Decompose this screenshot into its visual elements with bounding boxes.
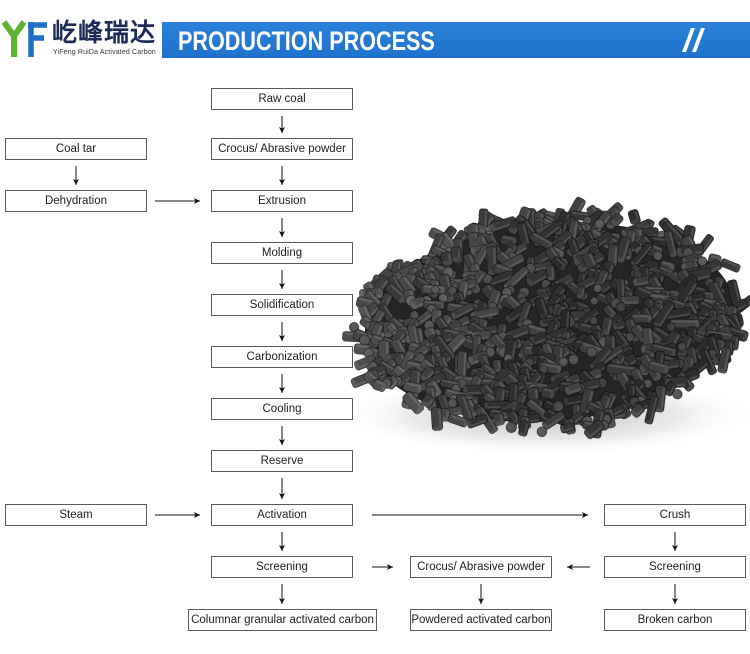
pellet <box>575 285 586 300</box>
pellet <box>526 269 549 287</box>
pellet <box>385 282 407 304</box>
pellet <box>589 296 599 306</box>
pellet <box>632 274 653 288</box>
pellet <box>503 265 530 292</box>
pellet <box>602 304 617 319</box>
step-crush: Crush <box>604 504 746 526</box>
pellet <box>447 285 457 296</box>
pellet <box>652 250 663 261</box>
step-dehydration: Dehydration <box>5 190 147 212</box>
product-broken-carbon: Broken carbon <box>604 609 746 631</box>
logo-y-shape <box>1 20 27 57</box>
double-slash-icon <box>682 28 705 52</box>
step-raw-coal: Raw coal <box>211 88 353 110</box>
step-cooling: Cooling <box>211 398 353 420</box>
pellet <box>450 302 475 320</box>
pellet <box>630 313 652 324</box>
slash-shape <box>682 28 695 52</box>
company-name-cn: 屹峰瑞达 <box>52 18 157 47</box>
pellet <box>614 236 632 263</box>
pellet <box>409 310 420 321</box>
pellet-group <box>342 196 750 440</box>
pellet <box>630 241 654 268</box>
step-solidification: Solidification <box>211 294 353 316</box>
step-screening: Screening <box>211 556 353 578</box>
step-crocus-abrasive-powder-secondary: Crocus/ Abrasive powder <box>410 556 552 578</box>
step-carbonization: Carbonization <box>211 346 353 368</box>
step-crocus-abrasive-powder: Crocus/ Abrasive powder <box>211 138 353 160</box>
step-screening-secondary: Screening <box>604 556 746 578</box>
step-activation: Activation <box>211 504 353 526</box>
pellet <box>593 283 603 293</box>
pellet <box>589 316 599 326</box>
logo-f-shape <box>28 22 47 57</box>
step-coal-tar: Coal tar <box>5 138 147 160</box>
pellet <box>450 246 462 262</box>
step-molding: Molding <box>211 242 353 264</box>
pellet <box>409 296 427 310</box>
company-logo-mark <box>1 20 47 57</box>
pellet <box>663 229 678 258</box>
banner-title: PRODUCTION PROCESS <box>178 26 435 56</box>
product-powdered-activated-carbon: Powdered activated carbon <box>410 609 552 631</box>
step-steam: Steam <box>5 504 147 526</box>
slash-shape <box>692 28 705 52</box>
pellet <box>697 256 708 267</box>
section-banner: PRODUCTION PROCESS <box>162 22 750 58</box>
step-extrusion: Extrusion <box>211 190 353 212</box>
pellet <box>582 215 592 225</box>
pellet <box>551 256 567 271</box>
product-columnar-granular-activated-carbon: Columnar granular activated carbon <box>188 609 377 631</box>
step-reserve: Reserve <box>211 450 353 472</box>
pellet <box>682 247 694 259</box>
pellet <box>652 300 676 329</box>
pellet <box>610 213 624 227</box>
pellet <box>594 218 605 230</box>
pellet <box>545 264 556 281</box>
pellet <box>615 301 627 313</box>
pellet <box>719 258 741 273</box>
pellet <box>430 285 440 295</box>
company-name-en: YiFeng RuiDa Activated Carbon <box>53 49 156 56</box>
pellet <box>627 209 641 225</box>
